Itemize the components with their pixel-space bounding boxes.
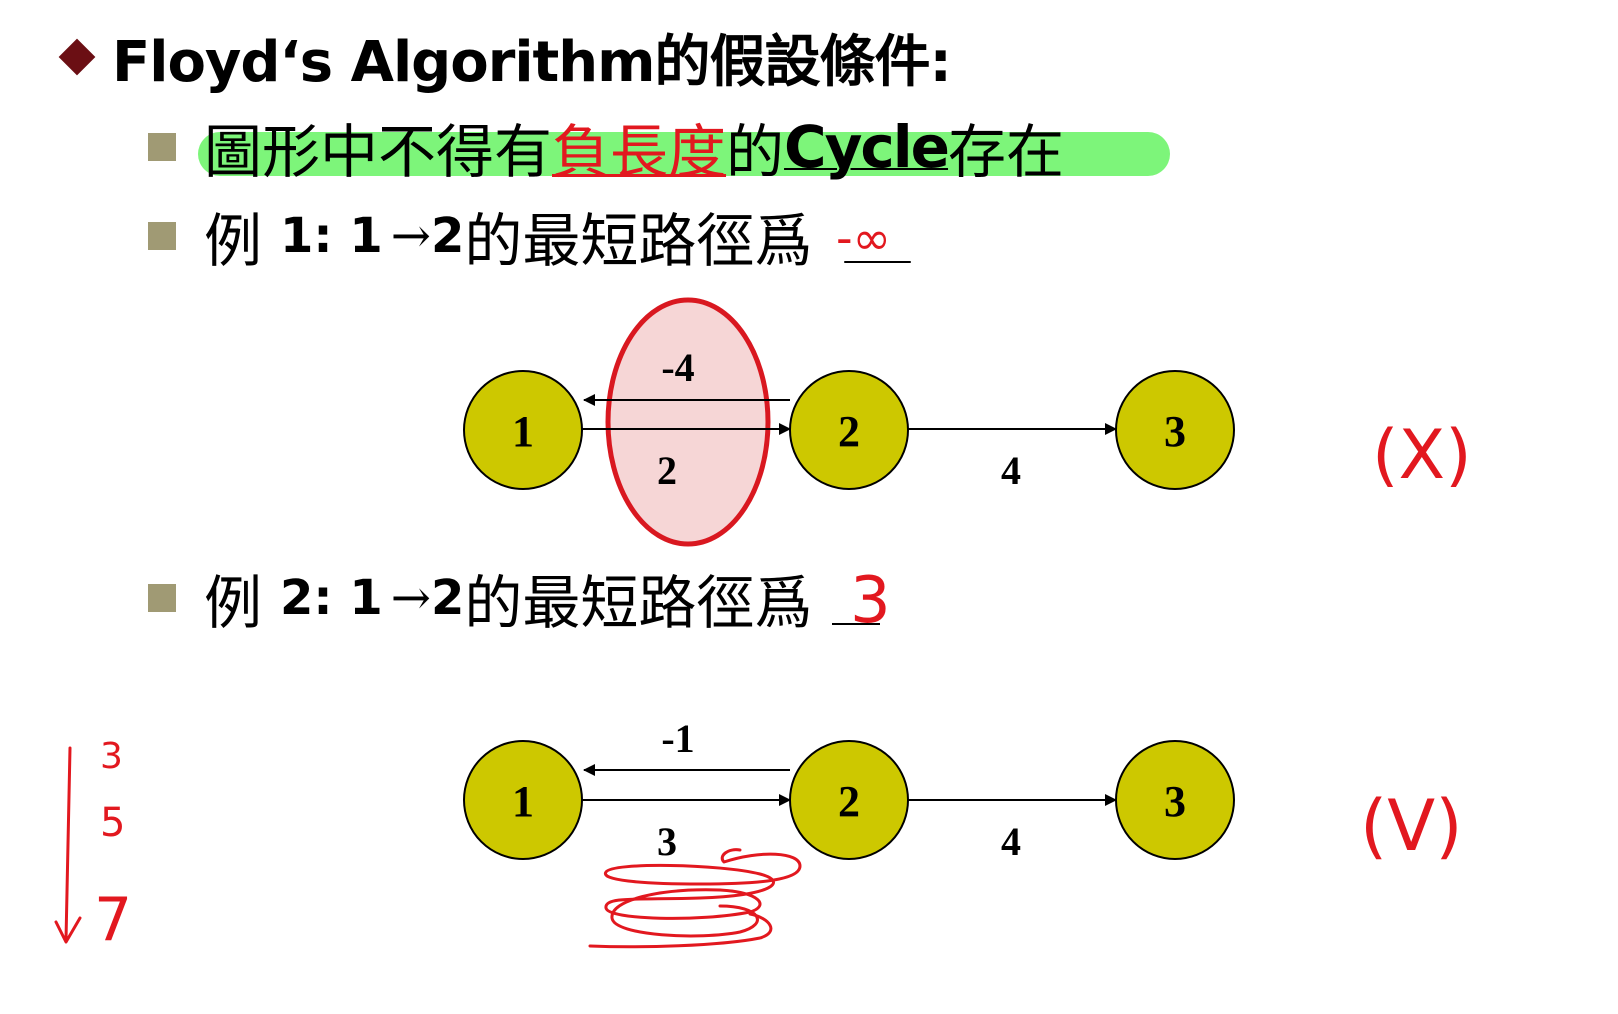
ex1-weight-1-to-2: 2 [657,448,677,493]
example1-arrow: → [390,208,431,264]
down-arrow-ink [54,746,82,944]
ex1-answer-ink: -∞ [836,211,891,265]
ex1-node-3: 3 [1115,370,1235,490]
side-note-1: 3 [100,736,123,777]
ex1-weight-2-to-1: -4 [661,345,694,390]
ex2-weight-1-to-2: 3 [657,819,677,864]
example1-question: 的最短路徑爲 [464,207,813,275]
slide-title: Floyd‘s Algorithm的假設條件: [112,29,952,95]
ex1-node-1-label: 1 [512,407,534,456]
ex1-verdict-ink: (X) [1372,416,1472,495]
main-bullet: Floyd‘s Algorithm的假設條件: [58,22,952,95]
ex2-node-3-label: 3 [1164,777,1186,826]
ex2-node-3: 3 [1115,740,1235,860]
side-note-3: 7 [94,885,132,955]
example1-label: 1: 1 [280,208,383,264]
side-note-2: 5 [100,800,125,846]
ex1-node-2: 2 [789,370,909,490]
ex2-weight-2-to-3: 4 [1001,819,1021,864]
ex1-node-1: 1 [463,370,583,490]
condition-emphasis: 負長度 [552,118,727,186]
condition-cycle: Cycle [784,113,950,181]
condition-prefix: 圖形中不得有 [204,118,553,186]
loop-scribble-ink [588,848,802,949]
ex2-weight-2-to-1: -1 [661,716,694,761]
example1-target: 2 [430,208,465,264]
ex2-node-2: 2 [789,740,909,860]
example2-lead: 例 [204,569,263,637]
example2-target: 2 [430,570,465,626]
ex2-node-2-label: 2 [838,777,860,826]
example2-label: 2: 1 [280,570,383,626]
ex2-node-1-label: 1 [512,777,534,826]
example1-lead: 例 [204,207,263,275]
square-bullet-icon [148,584,176,612]
ex2-verdict-ink: (V) [1360,785,1463,867]
condition-suffix: 存在 [948,118,1065,186]
example2-bullet: 例 2: 1 → 2 的最短路徑爲 [148,562,812,637]
square-bullet-icon [148,222,176,250]
example2-question: 的最短路徑爲 [464,569,813,637]
negative-cycle-ellipse [605,297,771,547]
example1-bullet: 例 1: 1 → 2 的最短路徑爲 [148,200,812,275]
ex1-weight-2-to-3: 4 [1001,448,1021,493]
green-highlight-stroke [198,132,1170,176]
condition-middle: 的 [726,118,785,186]
ex2-answer-ink: 3 [850,564,891,638]
example2-arrow: → [390,570,431,626]
ex1-node-2-label: 2 [838,407,860,456]
ex1-node-3-label: 3 [1164,407,1186,456]
square-bullet-icon [148,133,176,161]
ex2-node-1: 1 [463,740,583,860]
